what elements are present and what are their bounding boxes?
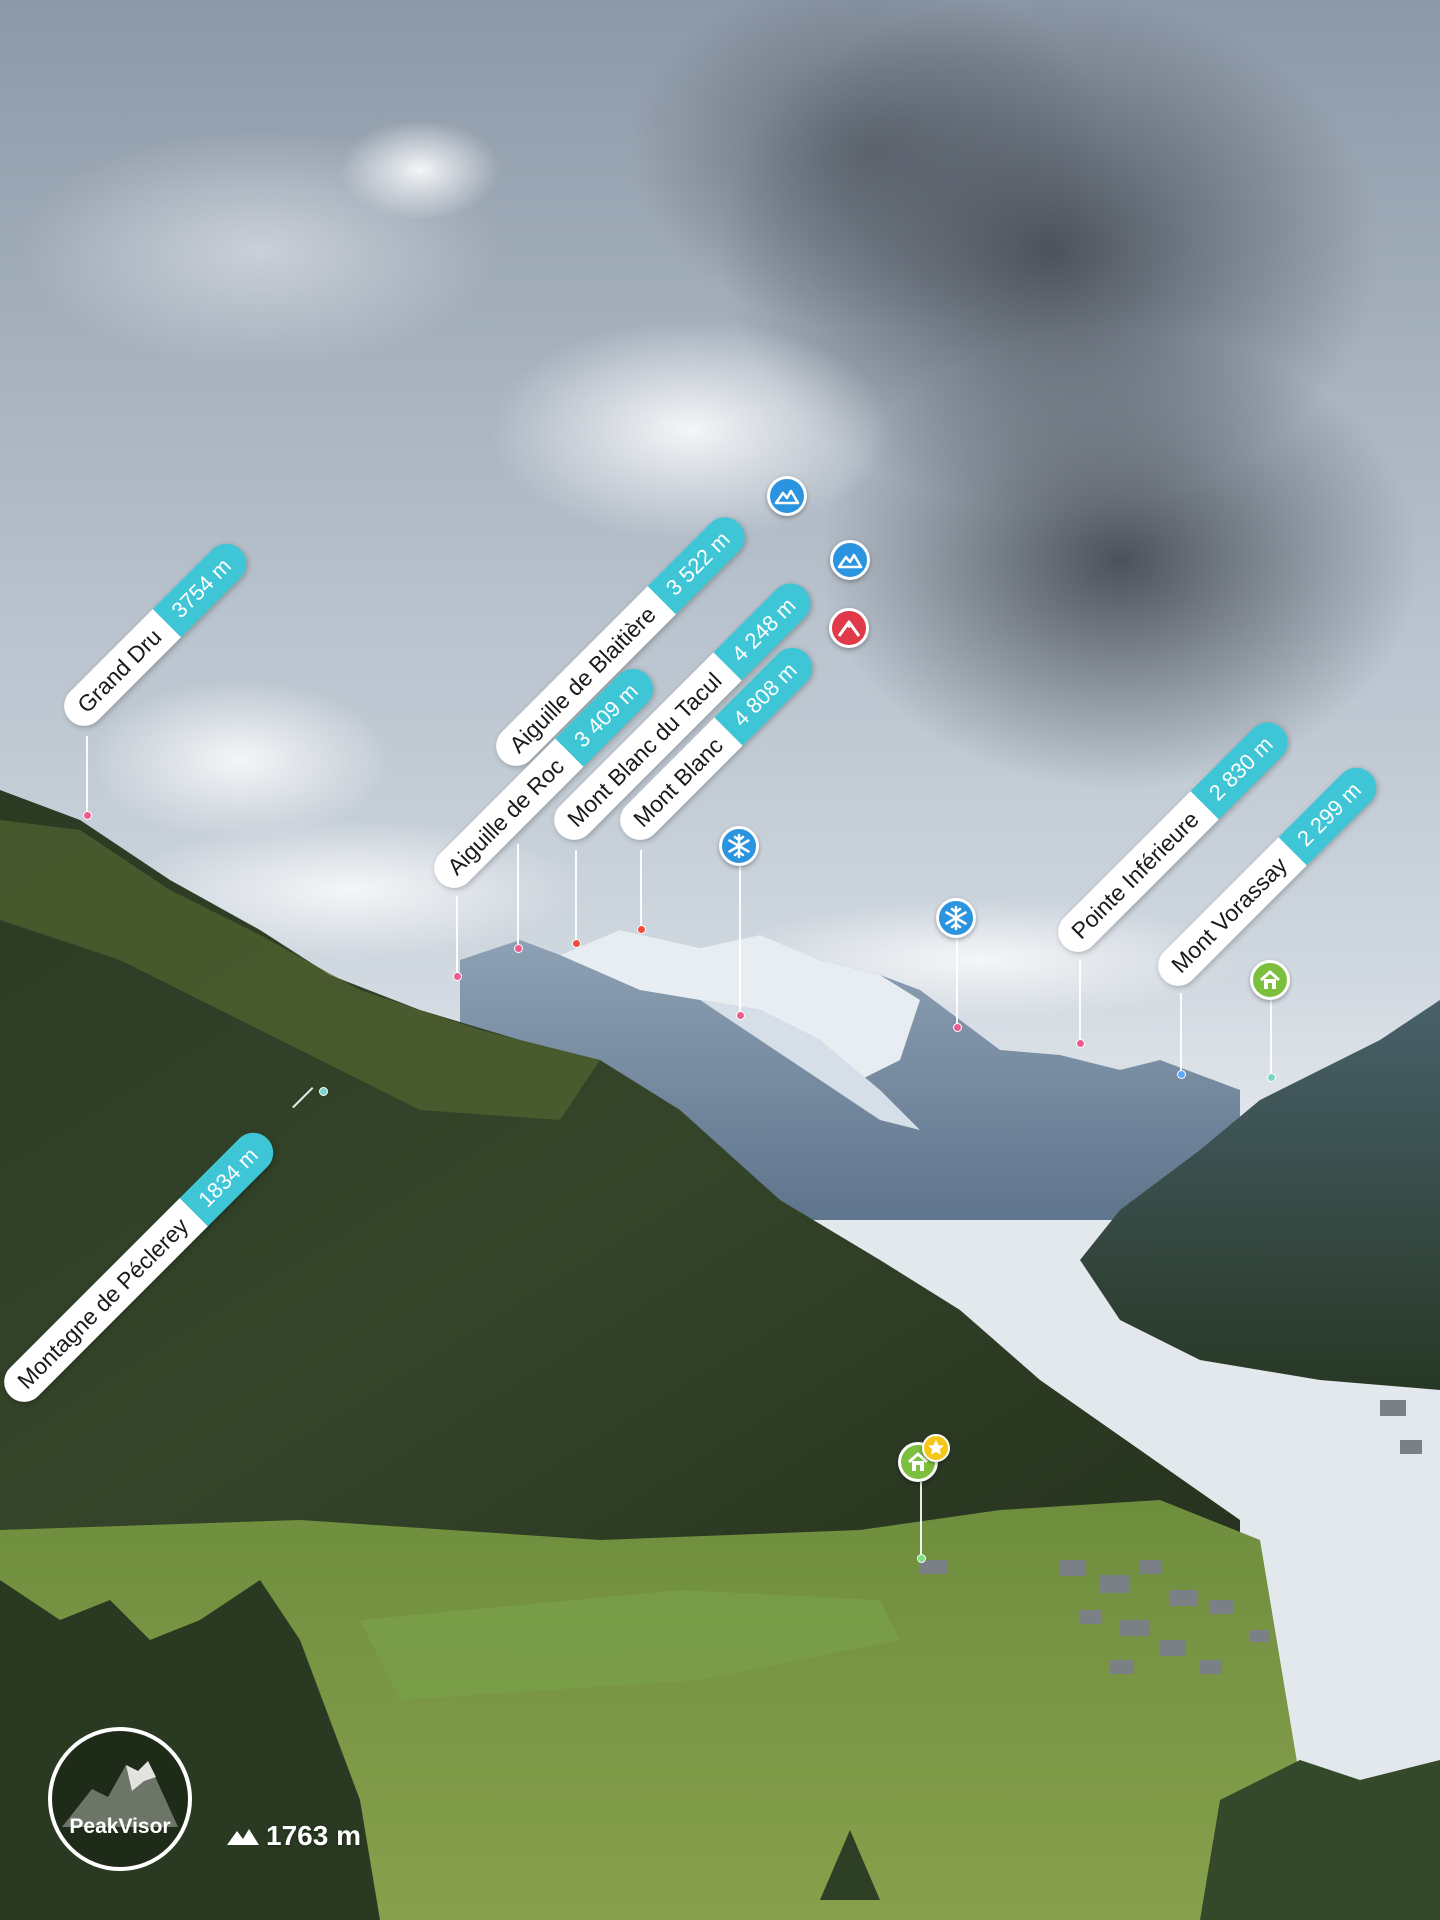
leader-line (640, 850, 642, 928)
peak-point (83, 811, 92, 820)
leader-line (739, 866, 741, 1014)
peak-point (1177, 1070, 1186, 1079)
snowflake-icon[interactable] (719, 826, 759, 866)
mountain-icon[interactable] (830, 540, 870, 580)
leader-line (920, 1482, 922, 1558)
leader-line (456, 896, 458, 972)
peak-point (1076, 1039, 1085, 1048)
summit-icon[interactable] (829, 608, 869, 648)
snowflake-icon[interactable] (936, 898, 976, 938)
house-icon[interactable] (1250, 960, 1290, 1000)
peak-point (453, 972, 462, 981)
glacier-point (953, 1023, 962, 1032)
leader-line (1079, 960, 1081, 1042)
leader-line (575, 850, 577, 942)
glacier-point (736, 1011, 745, 1020)
peakvisor-logo[interactable]: PeakVisor (48, 1727, 192, 1871)
peak-point (637, 925, 646, 934)
peak-point (514, 944, 523, 953)
mountain-logo-icon (62, 1761, 178, 1827)
mountain-icon (227, 1829, 259, 1845)
hut-point (1267, 1073, 1276, 1082)
hut-point (917, 1554, 926, 1563)
leader-line (517, 844, 519, 947)
peak-point (572, 939, 581, 948)
peak-point (319, 1087, 328, 1096)
altitude-readout: 1763 m (226, 1820, 361, 1852)
leader-line (1180, 993, 1182, 1073)
leader-line (1270, 1000, 1272, 1076)
altitude-value: 1763 m (266, 1820, 361, 1851)
leader-line (86, 736, 88, 815)
leader-line (956, 938, 958, 1026)
star-icon (922, 1434, 950, 1462)
mountain-icon[interactable] (767, 476, 807, 516)
logo-text: PeakVisor (69, 1815, 171, 1838)
